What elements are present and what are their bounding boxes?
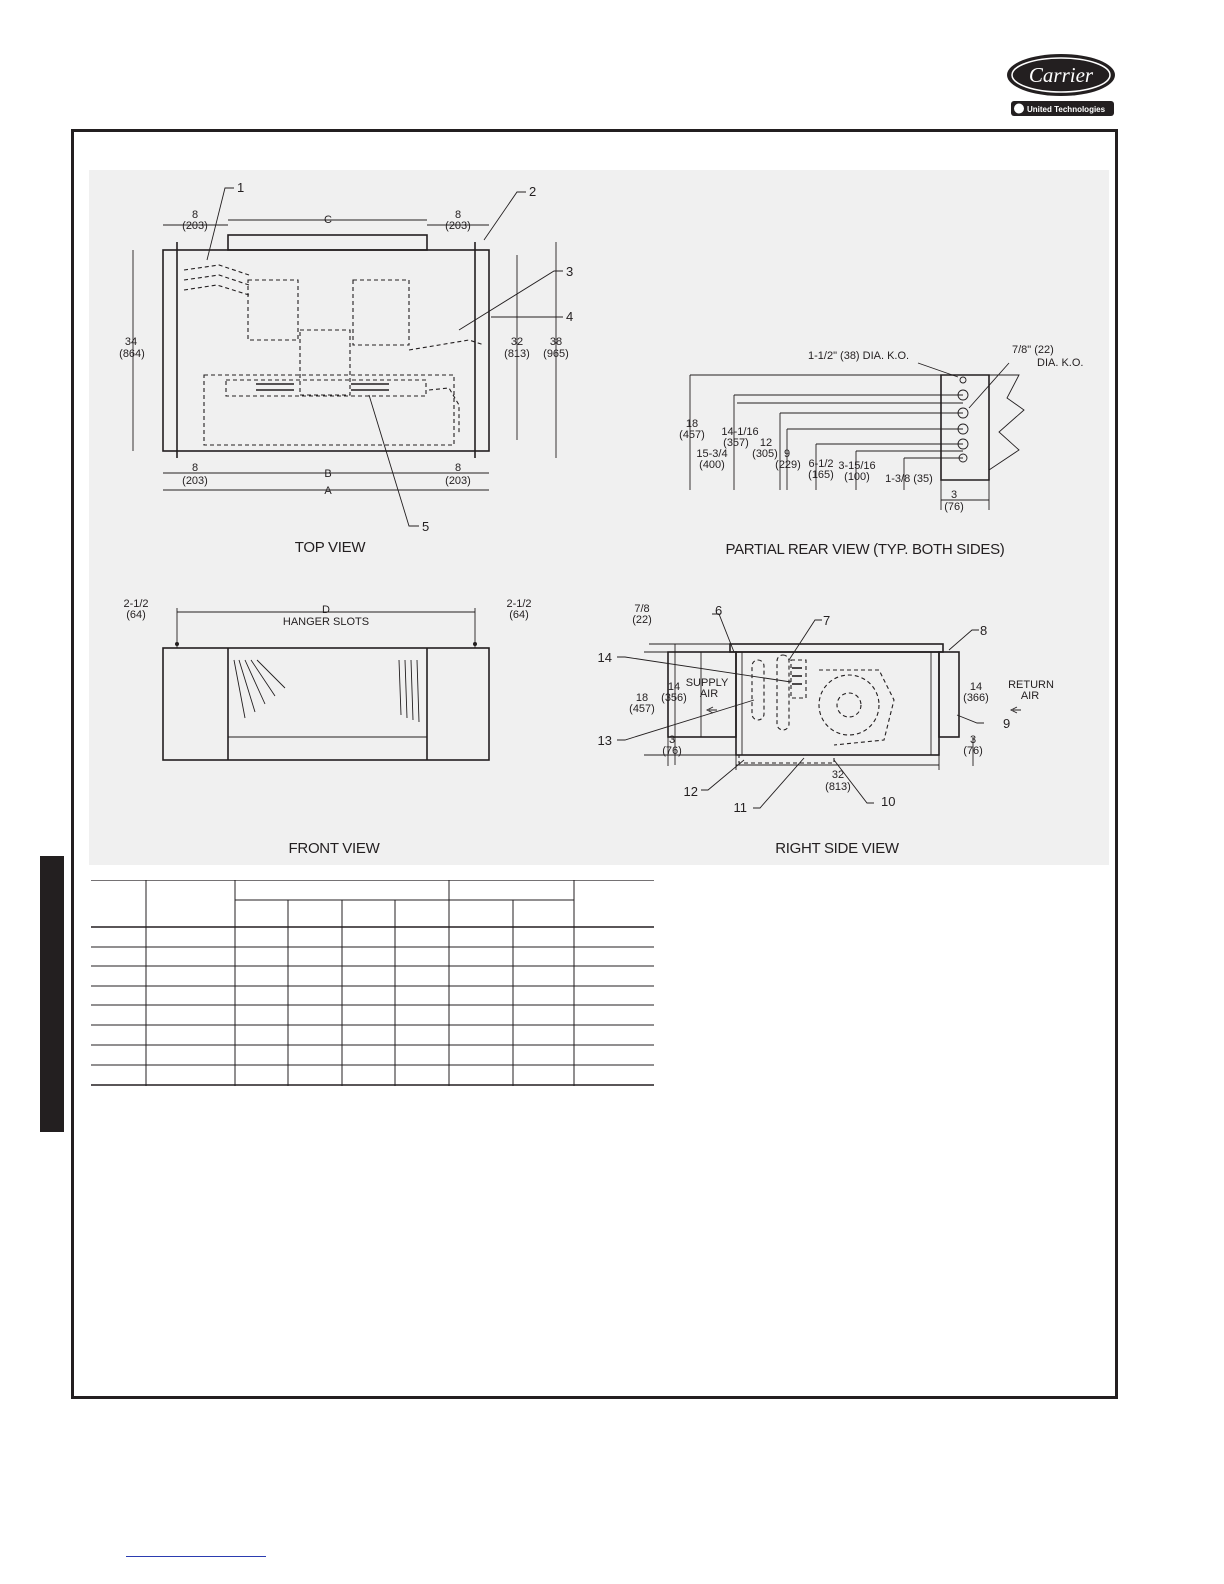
callout-3: 3 (566, 264, 573, 279)
rear-d9-mm: (229) (775, 459, 801, 471)
section-tab (40, 856, 64, 1132)
rear-view (689, 362, 1025, 510)
dim-top-right-mm: (203) (445, 220, 471, 232)
dimension-drawing: 1 2 3 4 5 8 (203) C 8 (203) 34 (864) 32 … (119, 180, 1083, 857)
callout-6: 6 (715, 603, 722, 618)
rear-d15: 15-3/4 (696, 448, 727, 460)
callout-2: 2 (529, 184, 536, 199)
dim-overall: A (324, 485, 332, 497)
callout-13: 13 (598, 733, 612, 748)
dim-bottom-center: B (324, 468, 331, 480)
rear-d3: 3-15/16 (838, 460, 875, 472)
rear-ko-small-b: DIA. K.O. (1037, 357, 1083, 369)
rear-d3-mm: (100) (844, 471, 870, 483)
dim-bottom-right-mm: (203) (445, 475, 471, 487)
front-center-label: HANGER SLOTS (283, 616, 369, 628)
carrier-logo: Carrier United Technologies (1007, 54, 1115, 116)
footer-link[interactable] (126, 1556, 266, 1557)
dim-top-left: 8 (192, 209, 198, 221)
callout-4: 4 (566, 309, 573, 324)
callout-7: 7 (823, 613, 830, 628)
callout-14: 14 (598, 650, 612, 665)
front-right-mm: (64) (509, 609, 529, 621)
rear-d1: 1-3/8 (35) (885, 473, 933, 485)
side-d18: 18 (636, 692, 648, 704)
rear-d14: 14-1/16 (721, 426, 758, 438)
dim-left-mm: (864) (119, 348, 145, 360)
table-rows (91, 926, 654, 1086)
dim-right-inner: 32 (511, 336, 523, 348)
side-view (617, 613, 1021, 809)
dimensions-table (91, 880, 654, 1086)
side-d14-left-mm: (356) (661, 692, 687, 704)
callout-10: 10 (881, 794, 895, 809)
rear-dw: 3 (951, 489, 957, 501)
dim-bottom-left: 8 (192, 462, 198, 474)
top-view (132, 187, 563, 527)
front-left: 2-1/2 (123, 598, 148, 610)
front-left-mm: (64) (126, 609, 146, 621)
rear-ko-large: 1-1/2" (38) DIA. K.O. (808, 350, 909, 362)
side-d78: 7/8 (634, 603, 649, 615)
dim-bottom-left-mm: (203) (182, 475, 208, 487)
side-d78-mm: (22) (632, 614, 652, 626)
side-d3-left-mm: (76) (662, 745, 682, 757)
dim-top-left-mm: (203) (182, 220, 208, 232)
top-view-title: TOP VIEW (295, 539, 367, 556)
rear-d12: 12 (760, 437, 772, 449)
front-view (162, 608, 490, 761)
rear-d14-mm: (357) (723, 437, 749, 449)
rear-d18-mm: (457) (679, 429, 705, 441)
side-d32-mm: (813) (825, 781, 851, 793)
rear-d12-mm: (305) (752, 448, 778, 460)
logo-parent: United Technologies (1027, 105, 1106, 114)
callout-1: 1 (237, 180, 244, 195)
front-view-title: FRONT VIEW (289, 840, 381, 857)
rear-ko-small-a: 7/8" (22) (1012, 344, 1054, 356)
rear-dw-mm: (76) (944, 501, 964, 513)
dim-top-center: C (324, 214, 332, 226)
front-center: D (322, 604, 330, 616)
front-right: 2-1/2 (506, 598, 531, 610)
callout-11: 11 (734, 800, 748, 815)
rear-d9: 9 (784, 448, 790, 460)
dim-right-inner-mm: (813) (504, 348, 530, 360)
side-d32: 32 (832, 769, 844, 781)
side-d14-left: 14 (668, 681, 680, 693)
dim-left: 34 (125, 336, 137, 348)
side-d3-right: 3 (970, 734, 976, 746)
callout-9: 9 (1003, 716, 1010, 731)
side-view-title: RIGHT SIDE VIEW (775, 840, 900, 857)
dim-right-outer: 38 (550, 336, 562, 348)
rear-d15-mm: (400) (699, 459, 725, 471)
side-d14-right-mm: (366) (963, 692, 989, 704)
rear-d6: 6-1/2 (808, 458, 833, 470)
side-return-b: AIR (1021, 690, 1039, 702)
dim-right-outer-mm: (965) (543, 348, 569, 360)
logo-wordmark: Carrier (1029, 63, 1094, 87)
callout-5: 5 (422, 519, 429, 534)
side-d18-mm: (457) (629, 703, 655, 715)
dim-top-right: 8 (455, 209, 461, 221)
side-d14-right: 14 (970, 681, 982, 693)
dim-bottom-right: 8 (455, 462, 461, 474)
callout-12: 12 (684, 784, 698, 799)
rear-d18: 18 (686, 418, 698, 430)
page-frame (71, 129, 1118, 1399)
rear-view-title: PARTIAL REAR VIEW (TYP. BOTH SIDES) (725, 541, 1004, 558)
callout-8: 8 (980, 623, 987, 638)
side-supply-a: SUPPLY (686, 677, 729, 689)
side-d3-right-mm: (76) (963, 745, 983, 757)
globe-icon (1014, 103, 1024, 114)
side-supply-b: AIR (700, 688, 718, 700)
side-d3-left: 3 (669, 734, 675, 746)
rear-d6-mm: (165) (808, 469, 834, 481)
side-return-a: RETURN (1008, 679, 1054, 691)
